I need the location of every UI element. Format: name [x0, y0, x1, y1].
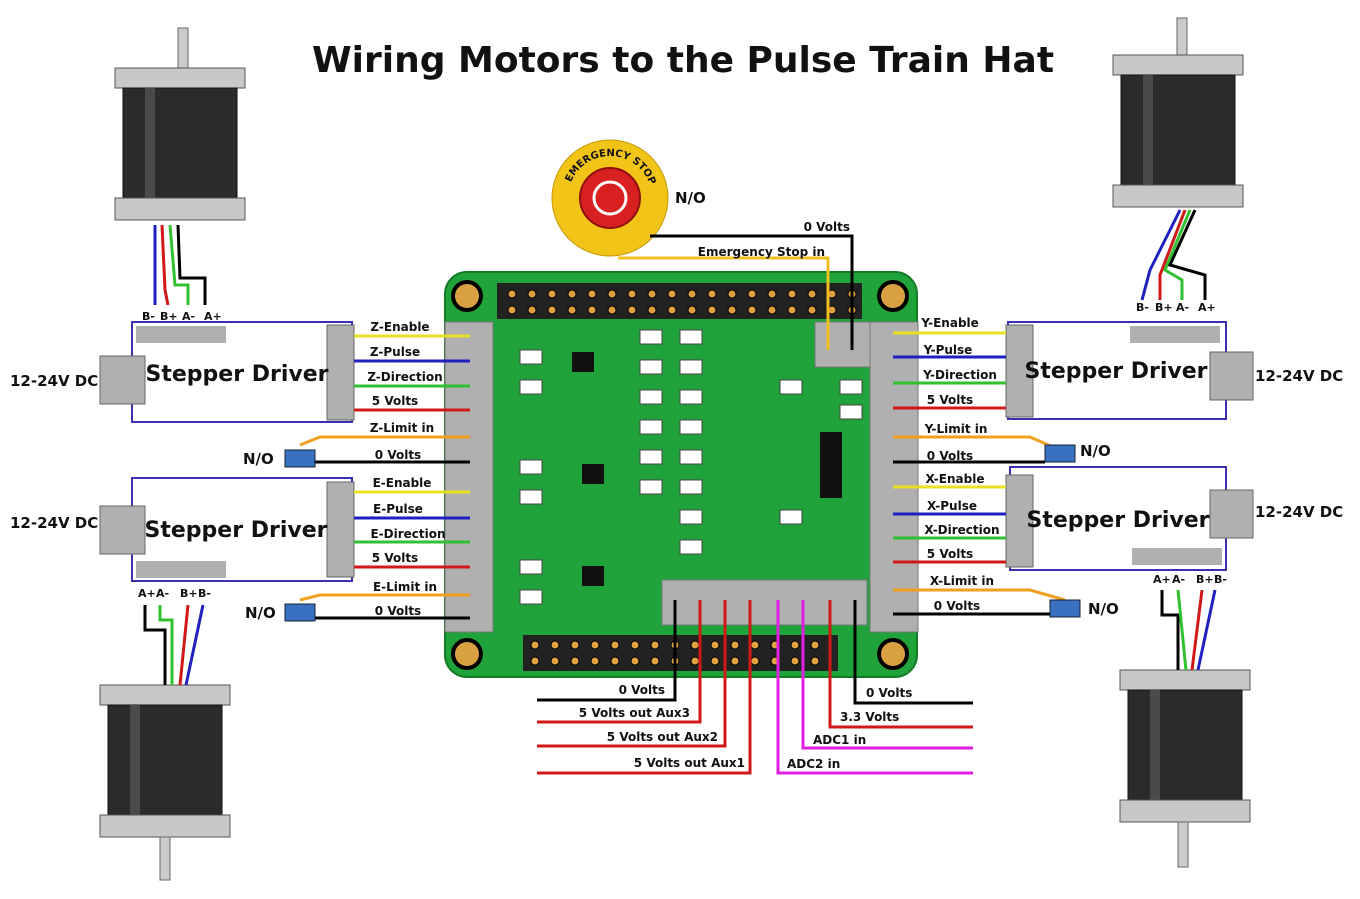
e-direction-label: E-Direction — [370, 527, 445, 541]
pin-label: A+ — [1198, 301, 1216, 314]
x-switch-label: N/O — [1088, 600, 1119, 618]
pin-label: B- — [1136, 301, 1149, 314]
y-direction-label: Y-Direction — [922, 368, 997, 382]
z-stepper-driver: Stepper Driver 12-24V DC B- B+ A- A+ — [10, 310, 355, 423]
stepper-motor-z — [114, 27, 246, 306]
x-limit-switch — [1049, 599, 1081, 618]
adc2-label: ADC2 in — [787, 757, 840, 771]
estop-ground-label: 0 Volts — [804, 220, 850, 234]
pin-label: B- — [198, 587, 211, 600]
driver-label: Stepper Driver — [1025, 359, 1208, 384]
power-label: 12-24V DC — [1255, 367, 1343, 385]
power-label: 12-24V DC — [10, 372, 98, 390]
pin-label: B- — [142, 310, 155, 323]
x-stepper-driver: Stepper Driver 12-24V DC A+ A- B+ B- — [1005, 466, 1343, 586]
x-enable-label: X-Enable — [926, 472, 985, 486]
pin-label: B+ — [1196, 573, 1214, 586]
z-switch-label: N/O — [243, 450, 274, 468]
estop-type-label: N/O — [675, 189, 706, 207]
e-limit-ground-label: 0 Volts — [375, 604, 421, 618]
adc1-label: ADC1 in — [813, 733, 866, 747]
z-enable-label: Z-Enable — [370, 320, 429, 334]
stepper-motor-y — [1112, 17, 1244, 301]
z-limit-label: Z-Limit in — [370, 421, 434, 435]
estop-signal-label: Emergency Stop in — [698, 245, 825, 259]
estop-ground-wire — [650, 234, 854, 350]
driver-label: Stepper Driver — [146, 362, 329, 387]
pin-label: B+ — [160, 310, 178, 323]
y-enable-label: Y-Enable — [920, 316, 979, 330]
pin-label: A+ — [1153, 573, 1171, 586]
x-5v-label: 5 Volts — [927, 547, 973, 561]
power-label: 12-24V DC — [10, 514, 98, 532]
e-enable-label: E-Enable — [373, 476, 432, 490]
e-pulse-label: E-Pulse — [373, 502, 423, 516]
chip — [820, 432, 842, 498]
pin-label: A+ — [138, 587, 156, 600]
e-switch-label: N/O — [245, 604, 276, 622]
emergency-stop-button: EMERGENCY STOP N/O — [551, 139, 706, 257]
pin-label: A- — [156, 587, 169, 600]
gpio-header-top — [497, 283, 862, 319]
y-limit-switch — [1044, 444, 1076, 463]
stepper-motor-x — [1119, 589, 1251, 868]
y-stepper-driver: Stepper Driver 12-24V DC B- B+ A- A+ — [1005, 301, 1343, 420]
x-limit-ground-label: 0 Volts — [934, 599, 980, 613]
estop-terminal — [814, 321, 871, 368]
estop-signal-wire — [618, 256, 830, 350]
gpio-header-bottom — [523, 635, 838, 671]
e-stepper-driver: Stepper Driver 12-24V DC A+ A- B+ B- — [10, 477, 355, 600]
y-pulse-label: Y-Pulse — [923, 343, 973, 357]
aux2-label: 5 Volts out Aux2 — [607, 730, 718, 744]
pin-label: A- — [1176, 301, 1189, 314]
driver-label: Stepper Driver — [145, 518, 328, 543]
driver-label: Stepper Driver — [1027, 508, 1210, 533]
aux3-label: 5 Volts out Aux3 — [579, 706, 690, 720]
z-direction-label: Z-Direction — [367, 370, 442, 384]
bottom-terminal-block — [661, 579, 868, 626]
y-limit-label: Y-Limit in — [924, 422, 988, 436]
y-5v-label: 5 Volts — [927, 393, 973, 407]
pin-label: A+ — [204, 310, 222, 323]
pulse-train-hat-board — [444, 271, 919, 678]
aux-gnd2-label: 0 Volts — [866, 686, 912, 700]
x-direction-label: X-Direction — [924, 523, 999, 537]
right-terminal-block — [869, 321, 919, 633]
e-limit-switch — [284, 603, 316, 622]
x-pulse-label: X-Pulse — [927, 499, 977, 513]
pin-label: A- — [1172, 573, 1185, 586]
diagram-title: Wiring Motors to the Pulse Train Hat — [312, 40, 1054, 81]
y-limit-ground-label: 0 Volts — [927, 449, 973, 463]
e-5v-label: 5 Volts — [372, 551, 418, 565]
z-limit-ground-label: 0 Volts — [375, 448, 421, 462]
pin-label: B+ — [180, 587, 198, 600]
left-terminal-block — [444, 321, 494, 633]
pin-label: B- — [1214, 573, 1227, 586]
3v3-label: 3.3 Volts — [840, 710, 899, 724]
aux-gnd-label: 0 Volts — [619, 683, 665, 697]
pin-label: A- — [182, 310, 195, 323]
stepper-motor-e — [99, 604, 231, 881]
z-pulse-label: Z-Pulse — [370, 345, 420, 359]
y-switch-label: N/O — [1080, 442, 1111, 460]
x-limit-label: X-Limit in — [930, 574, 994, 588]
z-limit-switch — [284, 449, 316, 468]
power-label: 12-24V DC — [1255, 503, 1343, 521]
aux1-label: 5 Volts out Aux1 — [634, 756, 745, 770]
e-limit-label: E-Limit in — [373, 580, 437, 594]
z-5v-label: 5 Volts — [372, 394, 418, 408]
pin-label: B+ — [1155, 301, 1173, 314]
